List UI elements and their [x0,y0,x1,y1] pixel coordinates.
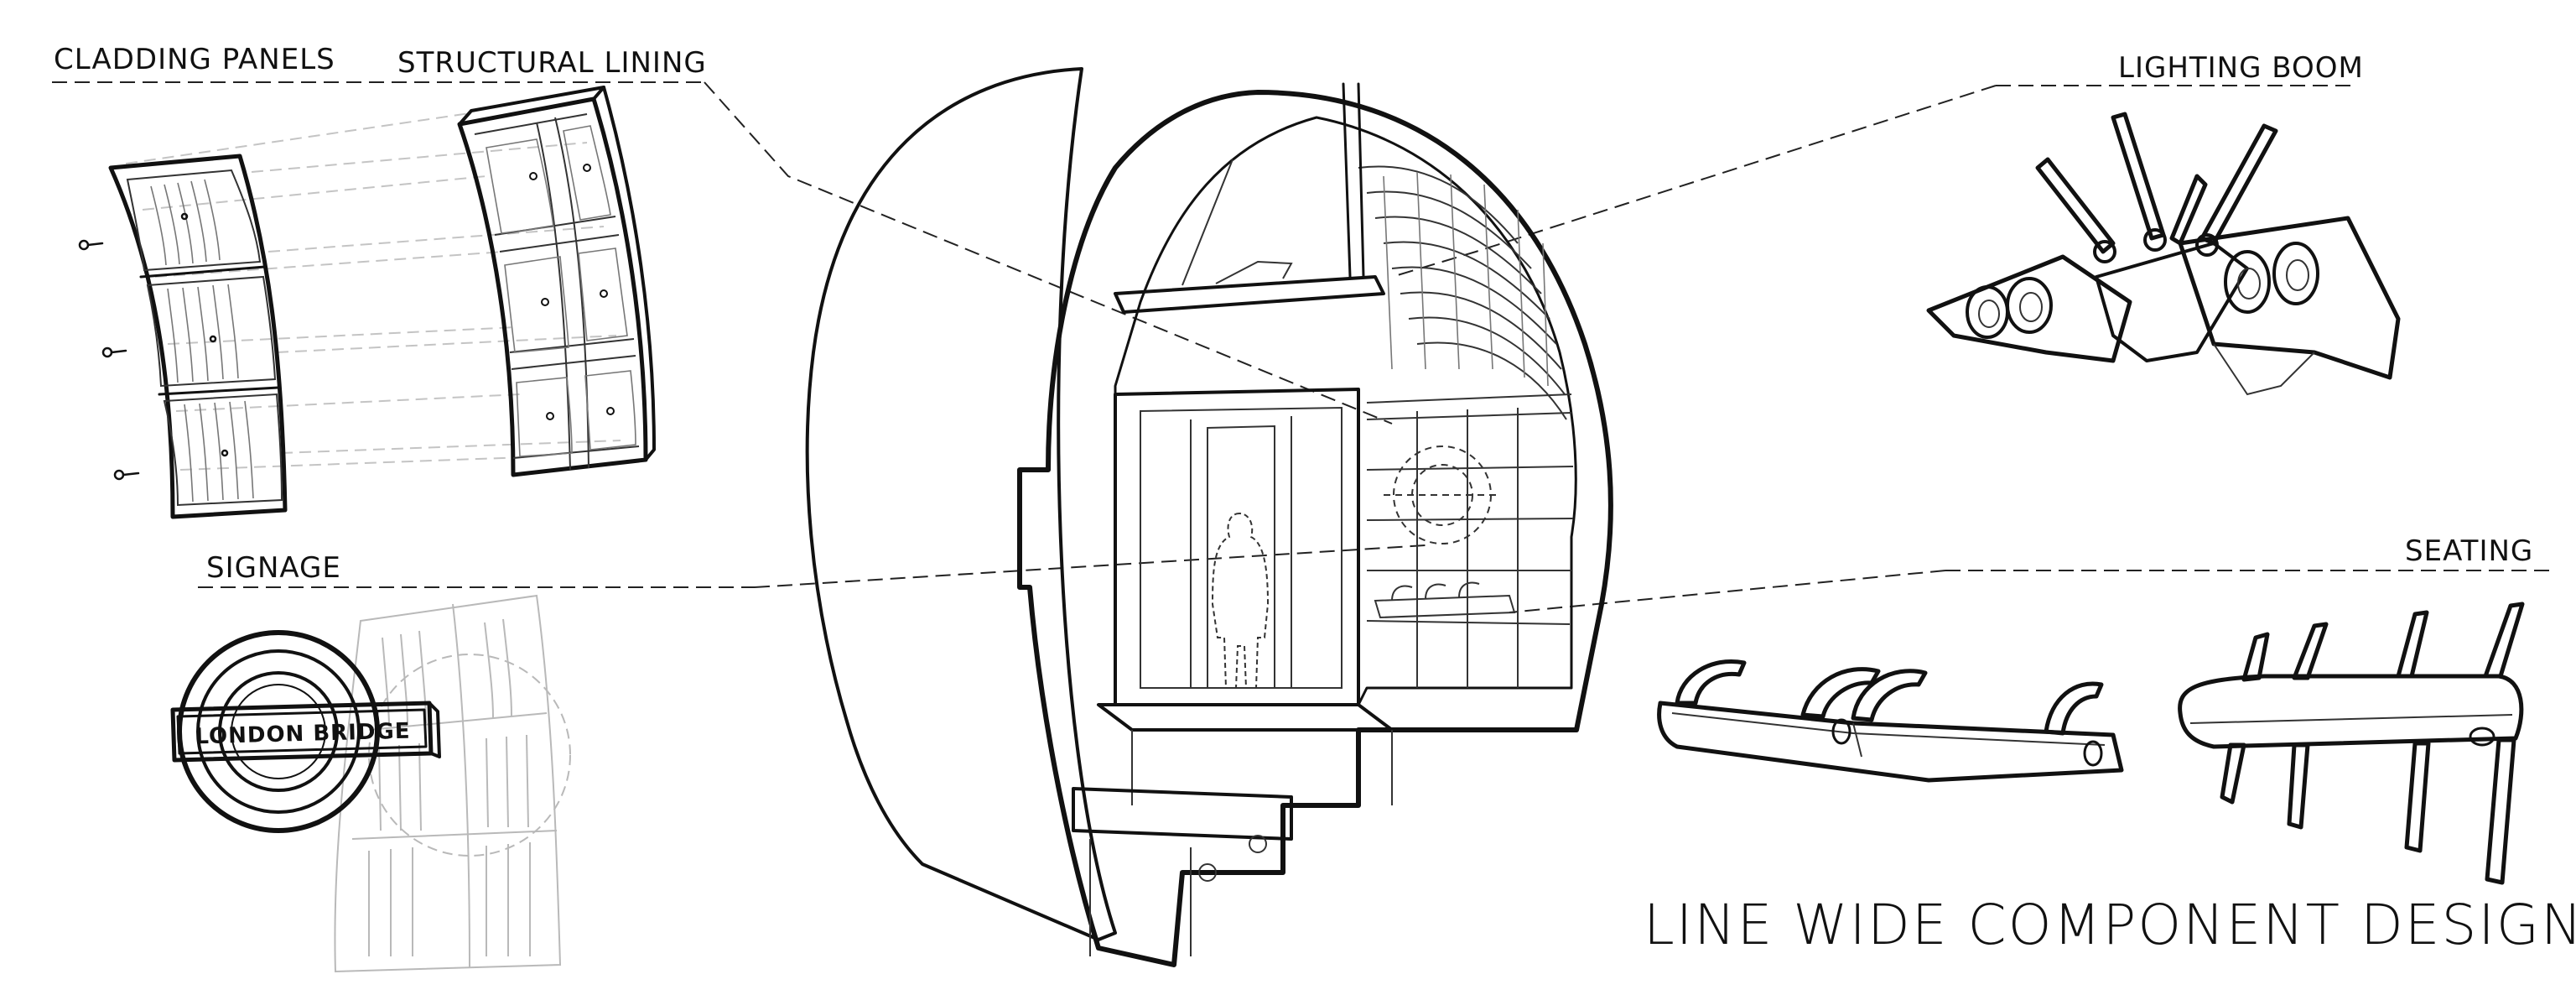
cladding-panels-illustration [78,112,621,519]
label-underlines [52,81,2549,588]
seating-perch-illustration [2178,602,2525,885]
cladding-panels-label: CLADDING PANELS [54,43,335,76]
lighting-boom-illustration [1926,112,2401,396]
structural-lining-label: STRUCTURAL LINING [397,46,707,80]
roundel-bar: LONDON BRIDGE [175,710,429,758]
seating-label: SEATING [2405,534,2534,568]
sheet-title: LINE WIDE COMPONENT DESIGN [1644,893,2576,957]
seating-bench-illustration [1657,659,2124,783]
roundel-station-name: LONDON BRIDGE [195,718,411,750]
tunnel-cutaway-illustration [805,67,1613,967]
leader-lines [704,81,1997,613]
signage-illustration [170,594,571,973]
structural-lining-illustration [457,86,656,477]
signage-label: SIGNAGE [206,551,341,585]
lighting-boom-label: LIGHTING BOOM [2118,51,2364,85]
